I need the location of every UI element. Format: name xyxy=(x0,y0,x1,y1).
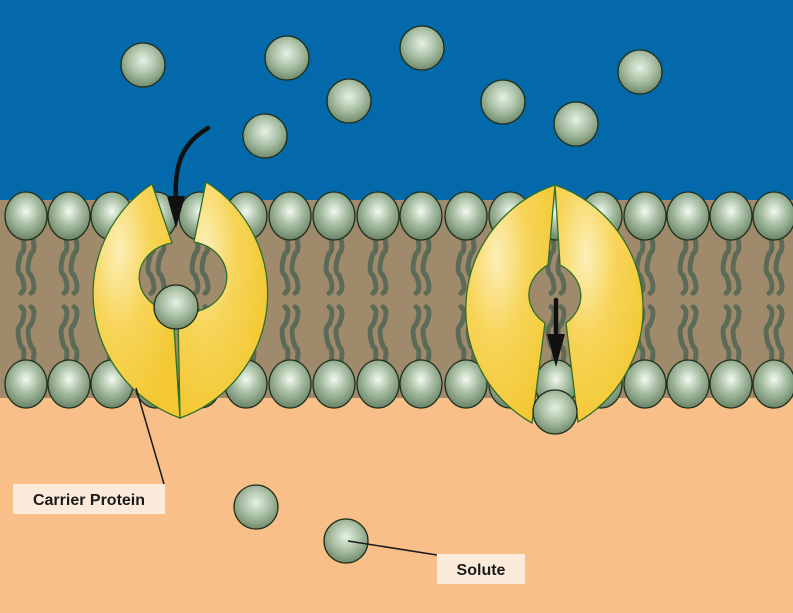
lipid-tail xyxy=(455,229,467,296)
phospholipid-head xyxy=(47,191,91,241)
lipid-tail xyxy=(687,229,699,296)
lipid-tail xyxy=(367,304,379,371)
lipid-tail xyxy=(677,229,689,296)
carrier-protein-left-half xyxy=(465,184,556,425)
phospholipid-head xyxy=(444,191,488,241)
carrier-protein-left-half xyxy=(92,182,181,419)
phospholipid-head xyxy=(356,191,400,241)
carrier-protein-open-inside xyxy=(465,184,644,425)
lipid-tail xyxy=(189,229,201,296)
lipid-tail xyxy=(333,304,345,371)
phospholipid-head xyxy=(752,359,793,409)
solute-molecule xyxy=(480,79,526,125)
lipid-tail xyxy=(279,229,291,296)
lipid-tail xyxy=(377,229,389,296)
lipid-tail xyxy=(289,304,301,371)
phospholipid-head xyxy=(444,359,488,409)
lipid-tail xyxy=(367,229,379,296)
lipid-tail xyxy=(763,229,775,296)
solute-molecule xyxy=(617,49,663,95)
lipid-tail xyxy=(455,304,467,371)
solute-molecule xyxy=(532,389,578,435)
phospholipid-head xyxy=(4,359,48,409)
lipid-tail xyxy=(720,304,732,371)
curved-arrow-icon xyxy=(167,125,211,228)
carrier-protein-label-text: Carrier Protein xyxy=(33,492,145,509)
phospholipid-head xyxy=(312,191,356,241)
phospholipid-head xyxy=(399,191,443,241)
lipid-tail xyxy=(730,304,742,371)
lipid-tail xyxy=(644,304,656,371)
lipid-tail xyxy=(410,304,422,371)
phospholipid-head xyxy=(268,359,312,409)
carrier-protein-right-half xyxy=(554,184,644,424)
lipid-tail xyxy=(420,304,432,371)
solute-molecule xyxy=(242,113,288,159)
down-arrow-icon xyxy=(547,297,565,367)
phospholipid-head xyxy=(268,191,312,241)
lipid-tail xyxy=(15,229,27,296)
solute-molecule xyxy=(553,101,599,147)
phospholipid-head xyxy=(47,359,91,409)
phospholipid-head xyxy=(709,359,753,409)
phospholipid-head xyxy=(752,191,793,241)
phospholipid-head xyxy=(709,191,753,241)
solute-molecule xyxy=(323,518,369,564)
lipid-tail xyxy=(420,229,432,296)
lipid-tail xyxy=(773,304,785,371)
lipid-tail xyxy=(677,304,689,371)
solute-label: Solute xyxy=(437,554,525,584)
lipid-tail xyxy=(687,304,699,371)
solute-label-text: Solute xyxy=(457,562,506,579)
carrier-protein-pointer-line xyxy=(135,387,165,485)
phospholipid-head xyxy=(356,359,400,409)
lipid-tail xyxy=(58,229,70,296)
lipid-tail xyxy=(763,304,775,371)
solute-molecule xyxy=(326,78,372,124)
phospholipid-head xyxy=(312,359,356,409)
lipid-tail xyxy=(333,229,345,296)
phospholipid-head xyxy=(666,359,710,409)
lipid-tail xyxy=(730,229,742,296)
carrier-protein-open-outside xyxy=(92,180,269,419)
lipid-tail xyxy=(25,229,37,296)
solute-group xyxy=(120,25,663,564)
lipid-tail xyxy=(279,304,291,371)
lipid-tail xyxy=(545,229,557,296)
extracellular-region xyxy=(0,0,793,210)
solute-molecule xyxy=(264,35,310,81)
phospholipid-head xyxy=(399,359,443,409)
carrier-protein-right-half xyxy=(177,180,269,419)
lipid-tail xyxy=(15,304,27,371)
solute-molecule xyxy=(399,25,445,71)
lipid-tail xyxy=(68,304,80,371)
lipid-tail xyxy=(644,229,656,296)
solute-pointer-line xyxy=(347,540,438,556)
lipid-tail xyxy=(58,304,70,371)
phospholipid-head xyxy=(623,191,667,241)
carrier-protein-label: Carrier Protein xyxy=(13,484,165,514)
phospholipid-head xyxy=(4,191,48,241)
lipid-tail xyxy=(377,304,389,371)
lipid-tail xyxy=(720,229,732,296)
solute-molecule xyxy=(120,42,166,88)
phospholipid-head xyxy=(623,359,667,409)
solute-molecule xyxy=(233,484,279,530)
solute-molecule xyxy=(153,284,199,330)
lipid-tail xyxy=(155,229,167,296)
lipid-tail xyxy=(323,229,335,296)
lipid-tail xyxy=(25,304,37,371)
lipid-tail xyxy=(68,229,80,296)
phospholipid-head xyxy=(666,191,710,241)
lipid-tail xyxy=(289,229,301,296)
lipid-tail xyxy=(773,229,785,296)
lipid-tail xyxy=(323,304,335,371)
lipid-tail xyxy=(410,229,422,296)
